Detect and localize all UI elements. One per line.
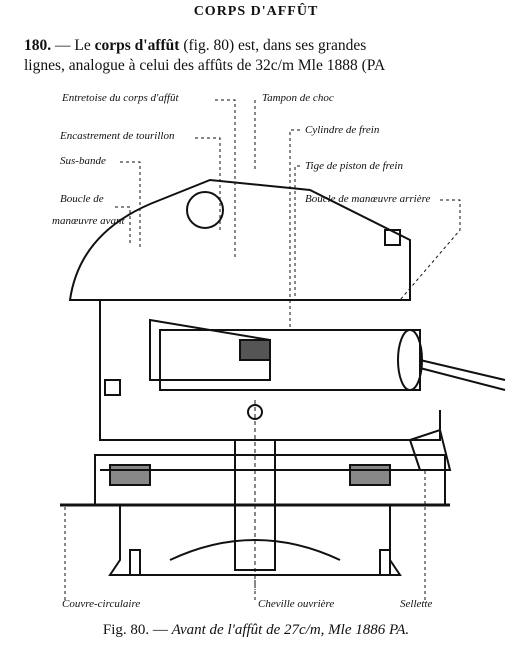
label-tige: Tige de piston de frein bbox=[305, 160, 403, 172]
section-header: CORPS D'AFFÛT bbox=[193, 4, 319, 19]
label-couvre: Couvre-circulaire bbox=[62, 598, 141, 610]
label-sous-bande: Sus-bande bbox=[60, 155, 106, 167]
caption-text: Avant de l'affût de 27c/m, Mle 1886 PA. bbox=[171, 622, 410, 638]
paragraph-term: corps d'affût bbox=[94, 37, 180, 54]
label-cylindre: Cylindre de frein bbox=[305, 124, 380, 136]
label-boucle-avant-1: Boucle de bbox=[60, 193, 104, 205]
label-entretoise: Entretoise du corps d'affût bbox=[62, 92, 179, 104]
figure-caption: Fig. 80. — Avant de l'affût de 27c/m, Ml… bbox=[0, 622, 512, 639]
paragraph-number: 180. bbox=[24, 37, 52, 54]
label-tampon: Tampon de choc bbox=[262, 92, 334, 104]
label-boucle-avant-2: manœuvre avant bbox=[52, 215, 125, 227]
label-encastrement: Encastrement de tourillon bbox=[60, 130, 175, 142]
caption-prefix: Fig. 80. — bbox=[102, 622, 172, 638]
paragraph-line-1: 180. — Le corps d'affût (fig. 80) est, d… bbox=[24, 36, 504, 56]
label-cheville: Cheville ouvrière bbox=[258, 598, 335, 610]
paragraph-line-2: lignes, analogue à celui des affûts de 3… bbox=[24, 57, 386, 74]
paragraph-rest: (fig. 80) est, dans ses grandes bbox=[179, 37, 367, 54]
body-paragraph: 180. — Le corps d'affût (fig. 80) est, d… bbox=[24, 36, 504, 76]
carriage-body bbox=[68, 178, 411, 301]
label-boucle-arriere: Boucle de manœuvre arrière bbox=[305, 193, 431, 205]
paragraph-dash: — Le bbox=[51, 37, 95, 54]
label-sellette: Sellette bbox=[400, 598, 433, 610]
trunnion bbox=[186, 191, 224, 229]
